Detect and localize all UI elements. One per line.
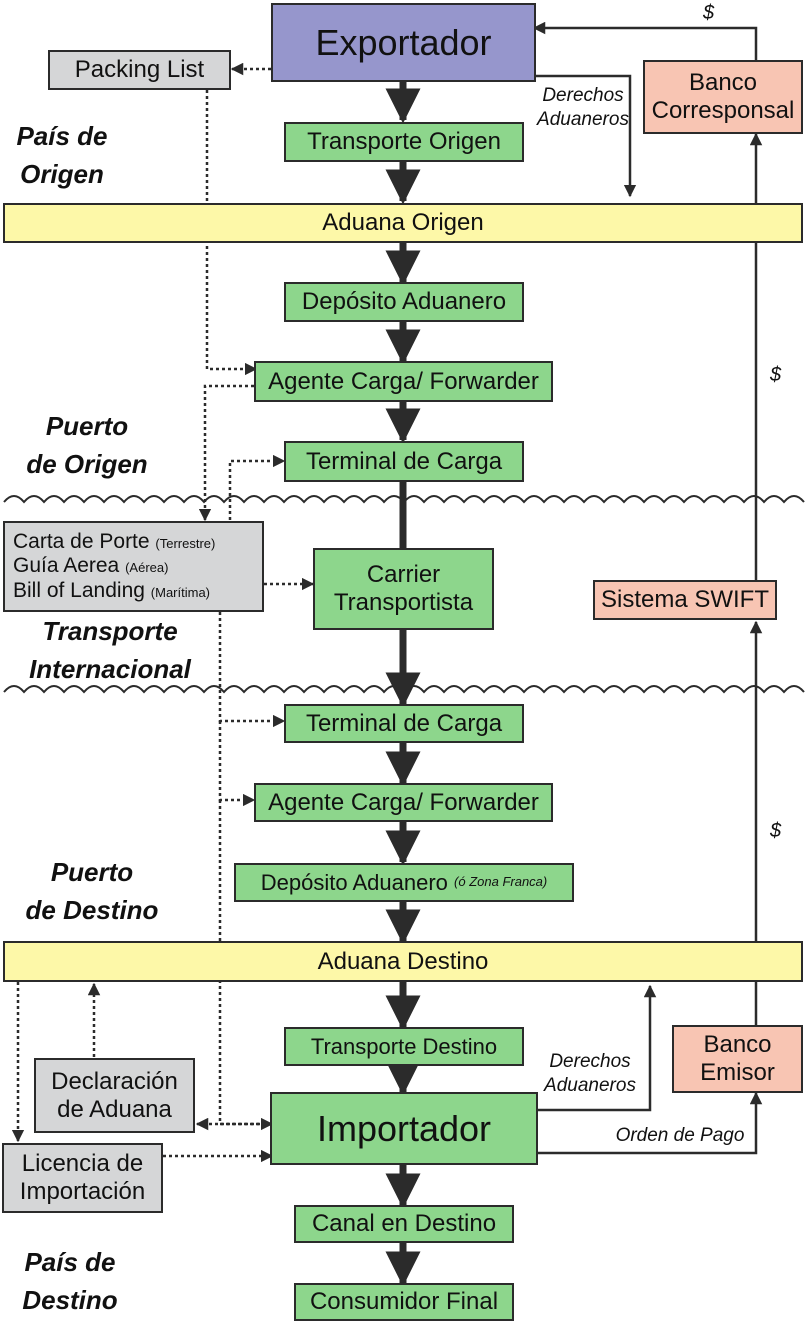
sistema-swift-box[interactable]: Sistema SWIFT <box>593 580 777 620</box>
zona-franca-note: (ó Zona Franca) <box>454 874 548 890</box>
region-origin-country-line2: Origen <box>20 159 104 189</box>
licencia-line1: Licencia de <box>21 1150 144 1178</box>
exportador-box[interactable]: Exportador <box>271 3 536 82</box>
region-destination-port-line1: Puerto <box>50 857 134 887</box>
packing-list-box[interactable]: Packing List <box>48 50 231 90</box>
declaracion-line2: de Aduana <box>57 1095 172 1123</box>
derechos-origen-line1: Derechos <box>542 85 624 106</box>
canal-destino-box[interactable]: Canal en Destino <box>294 1205 514 1243</box>
deposito-destino-label: Depósito Aduanero <box>260 869 448 895</box>
region-destination-port: Puerto de Destino <box>14 853 170 929</box>
doc-mode-air: (Aérea) <box>125 560 169 576</box>
terminal-carga-origen-box[interactable]: Terminal de Carga <box>284 441 524 482</box>
importador-box[interactable]: Importador <box>270 1092 538 1165</box>
dollar-upper-label: $ <box>770 364 782 386</box>
deposito-aduanero-origen-box[interactable]: Depósito Aduanero <box>284 282 524 322</box>
region-international-transport-line1: Transporte <box>42 616 178 646</box>
doc-mode-sea: (Marítima) <box>150 584 210 600</box>
banco-emisor-box[interactable]: Banco Emisor <box>672 1025 803 1093</box>
banco-emisor-line1: Banco <box>703 1031 772 1059</box>
region-origin-port: Puerto de Origen <box>12 407 162 483</box>
dollar-lower-label: $ <box>770 820 782 842</box>
terminal-carga-destino-box[interactable]: Terminal de Carga <box>284 704 524 743</box>
document-lines <box>11 62 315 1163</box>
agente-carga-origen-box[interactable]: Agente Carga/ Forwarder <box>254 361 553 402</box>
doc-name-land: Carta de Porte <box>13 530 150 554</box>
doc-name-sea: Bill of Landing <box>13 578 145 602</box>
carrier-label-line1: Carrier <box>366 561 441 589</box>
derechos-destino-line2: Aduaneros <box>544 1075 636 1096</box>
doc-line-air: Guía Aerea (Aérea) <box>13 554 168 578</box>
doc-line-sea: Bill of Landing (Marítima) <box>13 579 210 603</box>
doc-line-land: Carta de Porte (Terrestre) <box>13 530 215 554</box>
doc-mode-land: (Terrestre) <box>155 536 216 552</box>
orden-de-pago-note: Orden de Pago <box>615 1125 745 1146</box>
derechos-origen-line2: Aduaneros <box>537 109 629 130</box>
region-origin-port-line1: Puerto <box>45 411 129 441</box>
derechos-destino-line1: Derechos <box>549 1051 631 1072</box>
derechos-aduaneros-destino-note: Derechos Aduaneros <box>538 1050 642 1098</box>
region-destination-port-line2: de Destino <box>25 895 159 925</box>
region-origin-port-line2: de Origen <box>26 449 148 479</box>
aduana-destino-bar[interactable]: Aduana Destino <box>3 941 803 982</box>
declaracion-aduana-box[interactable]: Declaración de Aduana <box>34 1058 195 1133</box>
region-origin-country-line1: País de <box>16 121 108 151</box>
region-destination-country-line2: Destino <box>22 1285 118 1315</box>
consumidor-final-box[interactable]: Consumidor Final <box>294 1283 514 1321</box>
dollar-top-label: $ <box>703 2 715 24</box>
banco-corresponsal-box[interactable]: Banco Corresponsal <box>643 60 803 134</box>
agente-carga-destino-box[interactable]: Agente Carga/ Forwarder <box>254 783 553 822</box>
transport-documents-box[interactable]: Carta de Porte (Terrestre) Guía Aerea (A… <box>3 521 264 612</box>
banco-emisor-line2: Emisor <box>700 1059 775 1086</box>
region-destination-country-line1: País de <box>24 1247 116 1277</box>
region-destination-country: País de Destino <box>6 1243 134 1319</box>
region-international-transport: Transporte Internacional <box>12 612 208 688</box>
carrier-label-line2: Transportista <box>333 589 474 616</box>
aduana-origen-bar[interactable]: Aduana Origen <box>3 203 803 243</box>
declaracion-line1: Declaración <box>51 1067 178 1095</box>
carrier-box[interactable]: Carrier Transportista <box>313 548 494 630</box>
derechos-aduaneros-origen-note: Derechos Aduaneros <box>534 84 632 132</box>
licencia-importacion-box[interactable]: Licencia de Importación <box>2 1143 163 1213</box>
transporte-origen-box[interactable]: Transporte Origen <box>284 122 524 162</box>
transporte-destino-box[interactable]: Transporte Destino <box>284 1027 524 1066</box>
doc-name-air: Guía Aerea <box>13 554 120 578</box>
licencia-line2: Importación <box>19 1178 146 1205</box>
banco-corresponsal-line1: Banco <box>688 69 758 97</box>
region-origin-country: País de Origen <box>4 117 120 193</box>
region-international-transport-line2: Internacional <box>29 654 191 684</box>
deposito-aduanero-destino-box[interactable]: Depósito Aduanero (ó Zona Franca) <box>234 863 574 902</box>
banco-corresponsal-line2: Corresponsal <box>651 97 795 124</box>
